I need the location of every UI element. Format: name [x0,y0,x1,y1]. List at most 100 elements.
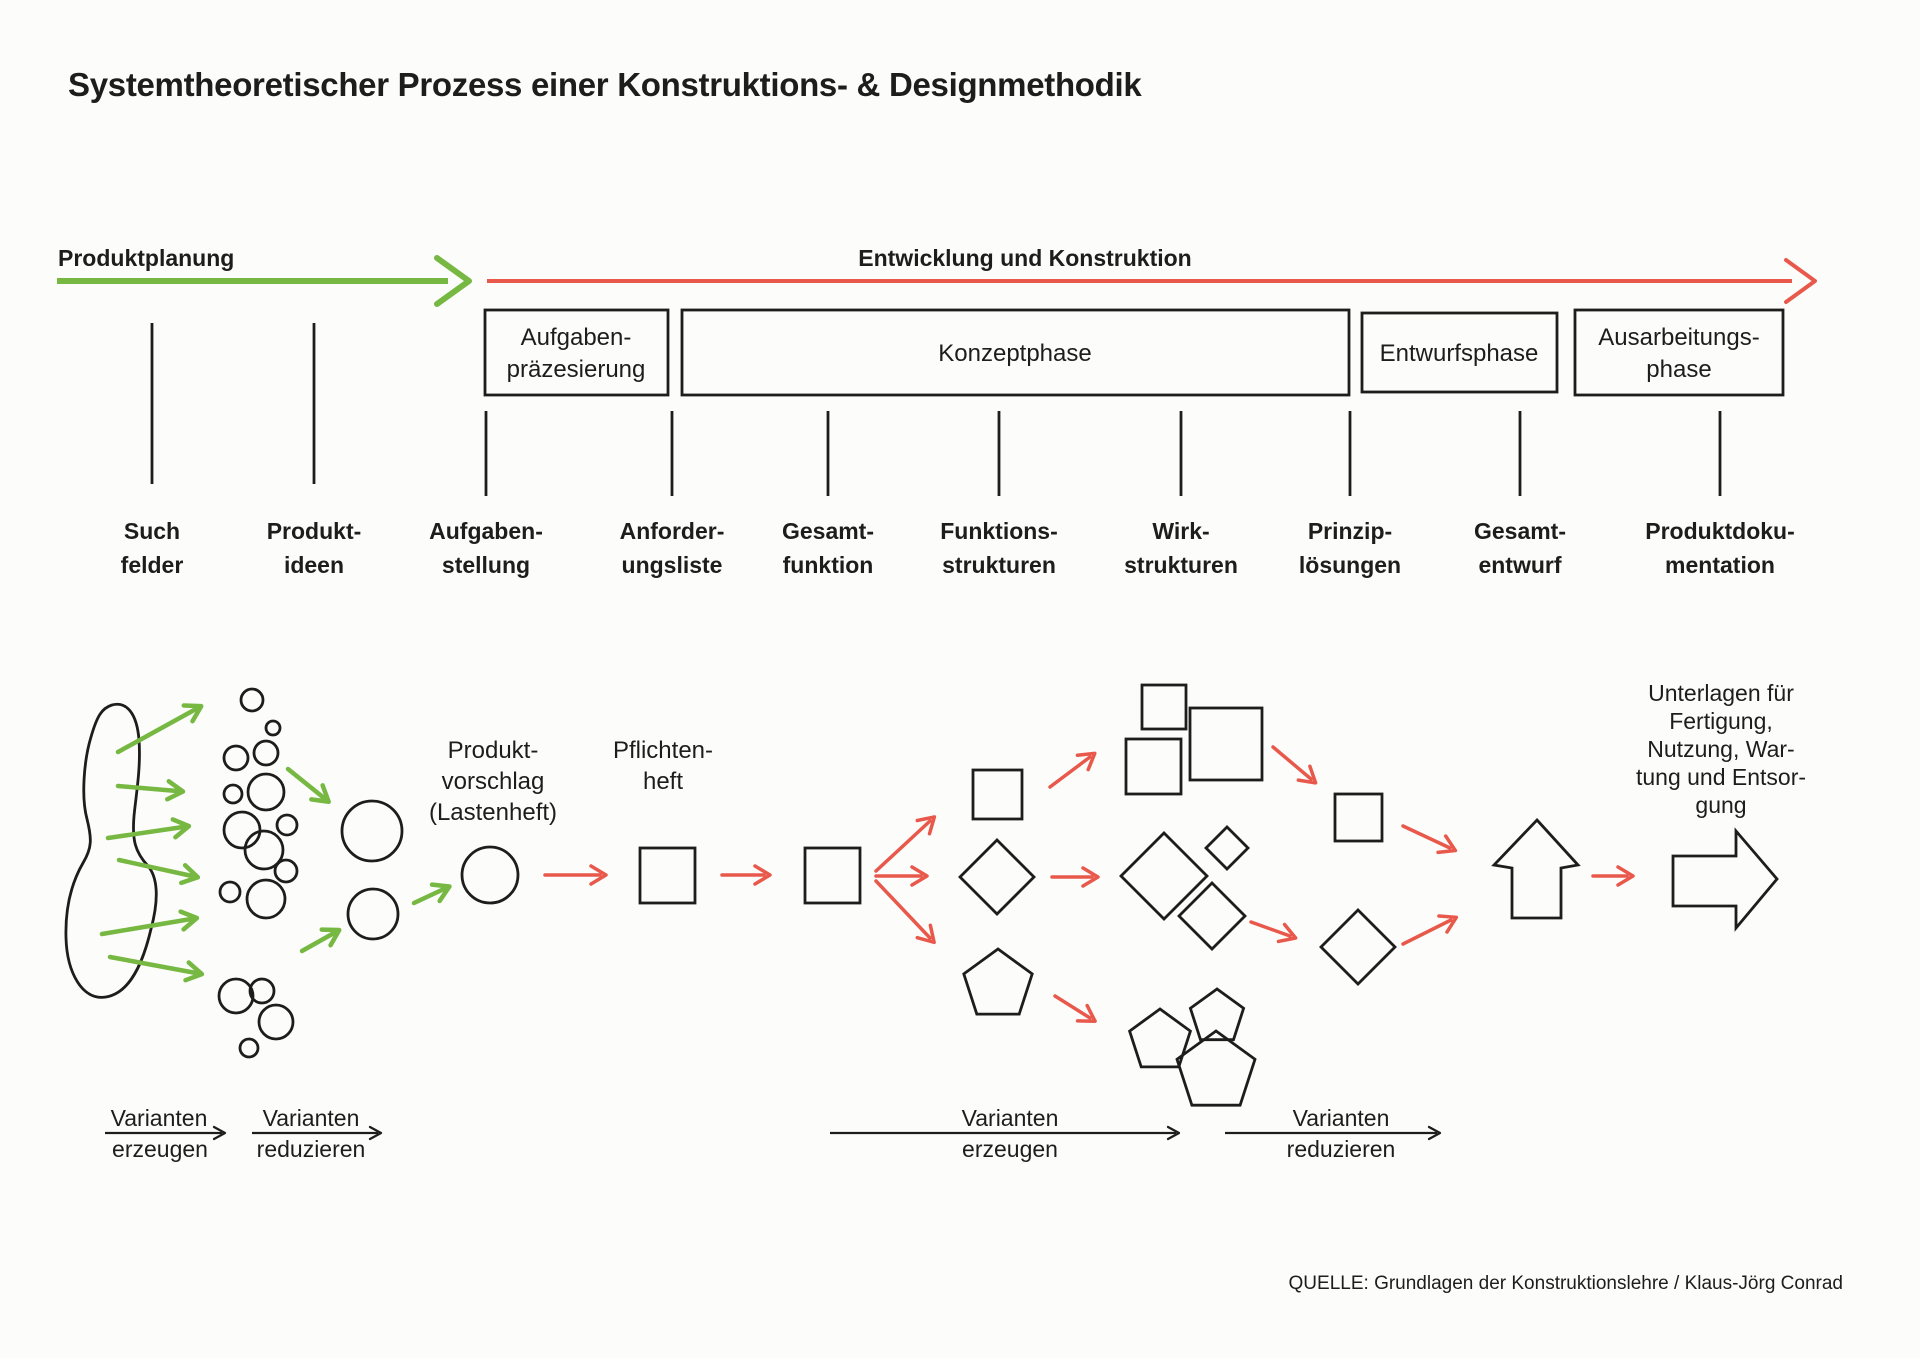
produktidee-bubble [243,829,285,871]
unterlagen-label: Fertigung, [1669,708,1773,734]
produktidee-bubble [245,878,287,920]
milestone-label: Prinzip- [1308,518,1392,544]
milestone-label: lösungen [1299,552,1401,578]
milestone-label: Funktions- [940,518,1058,544]
gesamtentwurf-arrow-shape [1491,817,1581,920]
phase-label-produktplanung: Produktplanung [58,245,234,271]
green-arrow [105,817,192,841]
milestone-prinziploesungen: Prinzip- lösungen [1299,411,1401,578]
red-arrow [1401,914,1459,946]
produktidee-bubble [246,772,286,812]
selected-idea-circle [340,799,404,863]
produktvorschlag: Produkt- vorschlag (Lastenheft) [429,737,557,905]
green-arrow [411,882,452,906]
variants-left-erzeugen: Varianten erzeugen [105,1105,227,1162]
milestone-label: Produkt- [267,518,362,544]
unterlagen-label: gung [1695,792,1746,818]
variant-diamond [1119,831,1209,921]
milestone-label: Gesamt- [782,518,874,544]
green-variant-arrows [99,703,452,983]
selected-idea-circle [346,887,400,941]
pflichtenheft-label: heft [643,768,683,795]
variant-label-top: Varianten [263,1105,360,1131]
red-flow-arrows [543,745,1635,1023]
milestone-label: Gesamt- [1474,518,1566,544]
prinziploesung-diamond [1319,908,1397,986]
produktidee-bubble [222,810,262,850]
milestone-produktdokumentation: Produktdoku- mentation [1645,411,1795,578]
funktionsstruktur-diamond [958,838,1036,916]
milestone-label: ungsliste [622,552,723,578]
milestone-label: mentation [1665,552,1775,578]
green-arrow [116,857,201,886]
green-arrow [99,909,200,937]
produktidee-bubble [275,813,299,837]
unterlagen-label: Unterlagen für [1648,680,1794,706]
milestone-label: felder [121,552,184,578]
phase-box-frame [680,308,1351,397]
produktidee-bubble [252,739,280,767]
milestone-label: Such [124,518,180,544]
phase-box-ausarbeitungsphase: Ausarbeitungs- phase [1573,308,1785,397]
red-arrow [1271,745,1318,785]
phase-box-label: Konzeptphase [938,340,1091,367]
milestone-aufgabenstellung: Aufgaben- stellung [429,411,543,578]
produktidee-bubble [218,880,242,904]
milestone-label: Produktdoku- [1645,518,1795,544]
variant-label-top: Varianten [1293,1105,1390,1131]
produktidee-bubble [273,858,299,884]
phase-box-label: präzesierung [507,356,646,383]
milestones: Such felder Produkt- ideen Aufgaben- ste… [121,323,1795,578]
produktideen-cluster [217,687,299,1059]
milestone-label: Wirk- [1152,518,1209,544]
phase-box-label: phase [1646,356,1711,383]
milestone-wirkstrukturen: Wirk- strukturen [1124,411,1238,578]
variant-pentagon [1127,1007,1193,1069]
variant-pentagon [1175,1029,1257,1107]
produktidee-bubble [222,744,250,772]
pflichtenheft-square [638,846,697,905]
phase-box-frame [1360,311,1559,394]
milestone-label: Aufgaben- [429,518,543,544]
red-arrow [1048,751,1097,789]
prinziploesung-square [1333,792,1384,843]
phase-box-label: Aufgaben- [521,324,632,351]
produktplanung-arrowhead-icon [434,255,472,307]
variants-mid-erzeugen: Varianten erzeugen [830,1105,1181,1162]
page-title: Systemtheoretischer Prozess einer Konstr… [68,66,1142,103]
phase-box-aufgabenpraezesierung: Aufgaben- präzesierung [483,308,670,397]
phase-label-entwicklung: Entwicklung und Konstruktion [858,245,1191,271]
milestone-label: strukturen [1124,552,1238,578]
produktidee-bubble [257,1003,295,1041]
variant-label-bottom: reduzieren [1287,1136,1396,1162]
variant-label-top: Varianten [962,1105,1059,1131]
variant-diamond [1204,825,1250,871]
produktidee-bubble [248,977,276,1005]
entwicklung-arrowhead-icon [1784,258,1817,304]
produktidee-bubble [217,977,255,1015]
timeline: Produktplanung Entwicklung und Konstrukt… [57,245,1817,307]
wirkstruktur-pentagons [1127,987,1257,1107]
red-arrow [874,815,937,873]
produktidee-bubble [264,719,282,737]
variant-label-top: Varianten [111,1105,208,1131]
green-arrow [107,954,205,983]
variant-label-bottom: reduzieren [257,1136,366,1162]
phase-box-label: Entwurfsphase [1380,340,1539,367]
gesamtfunktion-square [803,846,862,905]
milestone-suchfelder: Such felder [121,323,184,578]
variants-left-reduzieren: Varianten reduzieren [252,1105,383,1162]
milestone-funktionsstrukturen: Funktions- strukturen [940,411,1058,578]
produktidee-bubble [222,783,244,805]
variant-square [1140,683,1188,731]
green-arrow [115,779,186,802]
produktvorschlag-label: vorschlag [442,768,545,795]
green-arrow [285,766,331,805]
variant-square [1188,706,1264,782]
milestone-gesamtfunktion: Gesamt- funktion [782,411,874,578]
variants-mid-reduzieren: Varianten reduzieren [1225,1105,1442,1162]
variant-label-bottom: erzeugen [112,1136,208,1162]
green-arrow [299,927,342,954]
red-arrow [1249,920,1298,944]
red-arrow [874,879,936,945]
